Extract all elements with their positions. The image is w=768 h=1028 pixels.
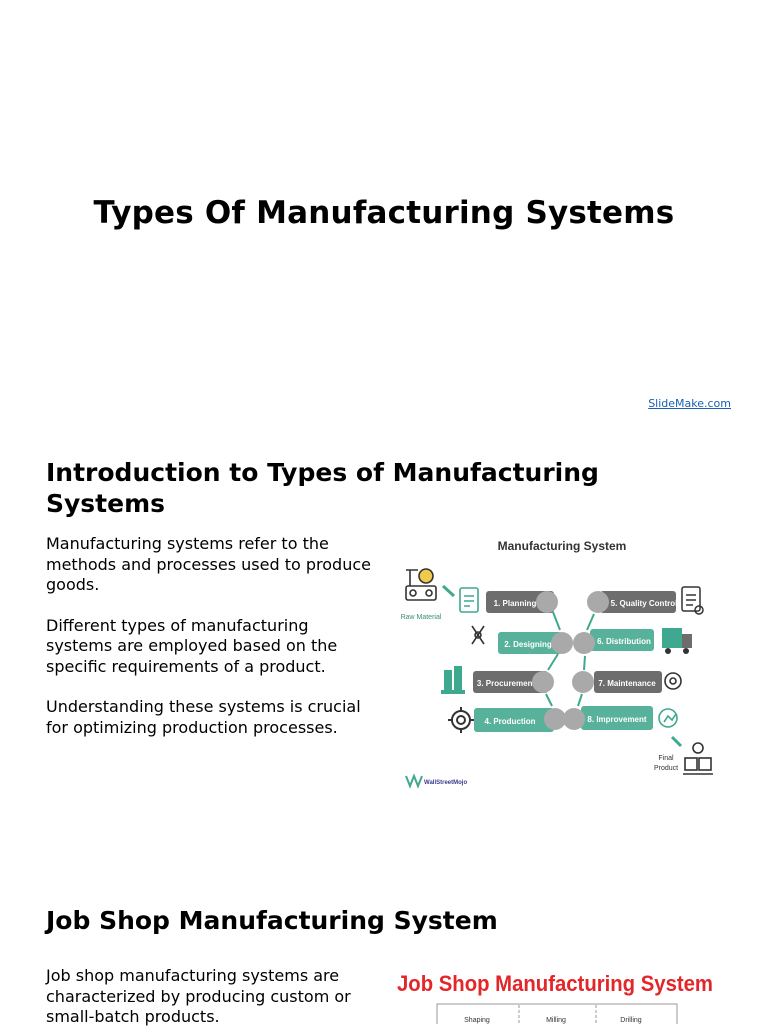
delivery-truck-icon — [662, 628, 692, 654]
svg-text:5. Quality Control: 5. Quality Control — [611, 599, 678, 608]
svg-text:3. Procurement: 3. Procurement — [477, 679, 536, 688]
job-shop-diagram-title: Job Shop Manufacturing System — [397, 971, 713, 996]
svg-text:2. Designing: 2. Designing — [504, 640, 552, 649]
diagram-title: Manufacturing System — [498, 539, 627, 553]
slidemake-link[interactable]: SlideMake.com — [648, 397, 731, 410]
raw-material-icon — [405, 568, 437, 601]
workstation-frame — [436, 1003, 678, 1024]
svg-text:8. Improvement: 8. Improvement — [587, 715, 646, 724]
job-shop-heading: Job Shop Manufacturing System — [46, 906, 498, 935]
job-shop-diagram: Job Shop Manufacturing System Shaping Mi… — [395, 964, 725, 1024]
arrow-icon — [670, 735, 683, 748]
intro-paragraph-3: Understanding these systems is crucial f… — [46, 697, 361, 737]
arrow-icon — [441, 584, 456, 598]
maintenance-icon — [664, 672, 682, 690]
job-shop-text: Job shop manufacturing systems are chara… — [46, 966, 351, 1026]
step-7-maintenance: 7. Maintenance — [594, 671, 662, 693]
svg-text:WallStreetMojo: WallStreetMojo — [424, 780, 467, 786]
improvement-icon — [658, 708, 678, 728]
step-3-procurement: 3. Procurement — [473, 671, 548, 693]
intro-paragraph-1: Manufacturing systems refer to the metho… — [46, 534, 371, 594]
flow-arrows — [545, 611, 595, 707]
design-tools-icon — [471, 625, 485, 645]
intro-text: Manufacturing systems refer to the metho… — [46, 534, 376, 758]
slide-title: Types Of Manufacturing Systems — [93, 195, 675, 231]
intro-paragraph-2: Different types of manufacturing systems… — [46, 615, 338, 676]
warehouse-icon — [441, 666, 465, 694]
step-2-designing: 2. Designing — [498, 632, 562, 654]
column-drilling: Drilling — [620, 1017, 642, 1024]
manufacturing-system-diagram: Manufacturing System Raw Material 1. Pla… — [388, 530, 728, 792]
intro-heading: Introduction to Types of Manufacturing S… — [46, 458, 599, 518]
wallstreetmojo-logo: WallStreetMojo — [405, 773, 467, 789]
final-product-icon — [683, 742, 713, 775]
svg-text:4. Production: 4. Production — [484, 717, 535, 726]
step-1-planning: 1. Planning — [486, 591, 554, 613]
step-6-distribution: 6. Distribution — [590, 629, 654, 651]
column-milling: Milling — [546, 1017, 566, 1024]
raw-material-label: Raw Material — [401, 614, 442, 621]
step-4-production: 4. Production — [474, 708, 554, 732]
gear-icon — [448, 707, 474, 733]
step-8-improvement: 8. Improvement — [581, 706, 653, 730]
step-5-quality-control: 5. Quality Control — [600, 591, 677, 613]
clipboard-icon — [459, 587, 479, 613]
column-shaping: Shaping — [464, 1017, 490, 1024]
svg-text:1. Planning: 1. Planning — [494, 599, 537, 608]
connector-circles — [532, 591, 609, 730]
checklist-icon — [681, 586, 704, 615]
svg-text:7. Maintenance: 7. Maintenance — [598, 679, 656, 688]
svg-text:6. Distribution: 6. Distribution — [597, 637, 651, 646]
